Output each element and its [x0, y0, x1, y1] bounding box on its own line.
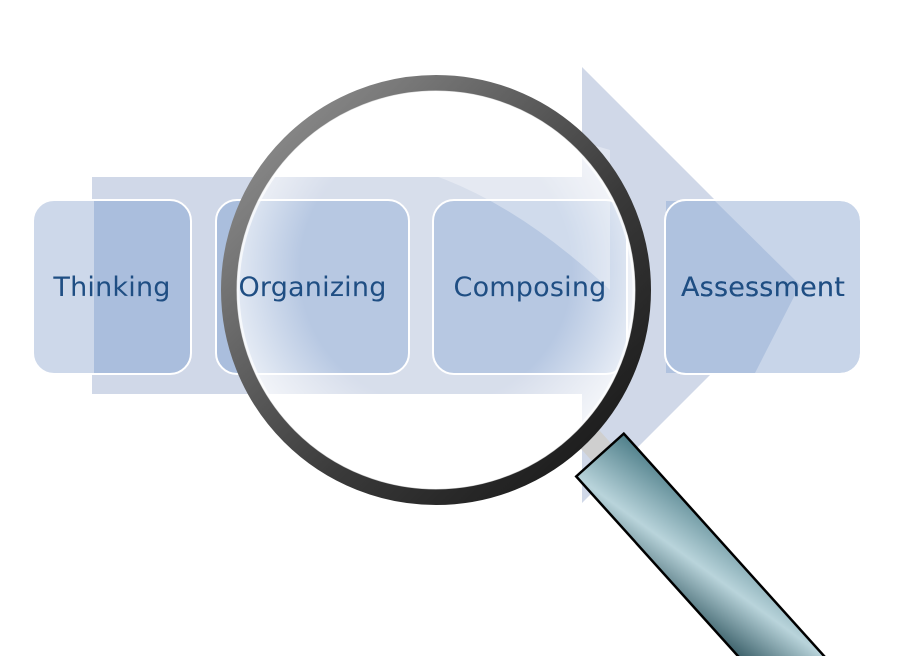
assessment-label-layer: Assessment [664, 199, 862, 375]
step-thinking: Thinking [32, 199, 192, 375]
step-label: Composing [453, 271, 607, 303]
step-label: Assessment [681, 271, 845, 303]
step-label: Thinking [53, 271, 171, 303]
step-label: Organizing [238, 271, 387, 303]
